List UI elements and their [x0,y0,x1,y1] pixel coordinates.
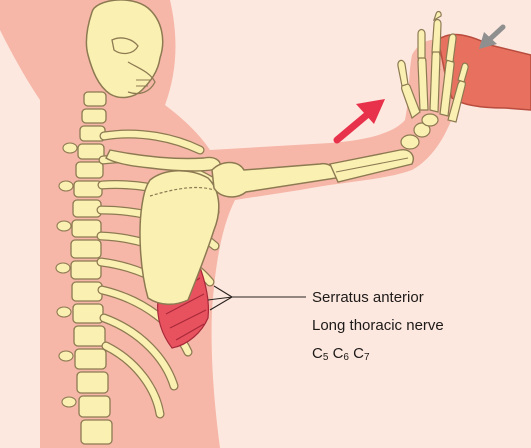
root-c5: C5 [312,345,328,362]
label-nerve-roots: C5 C6 C7 [312,345,370,367]
label-long-thoracic-nerve: Long thoracic nerve [312,317,444,335]
label-serratus-anterior: Serratus anterior [312,289,424,307]
root-c6: C6 [333,345,349,362]
root-c7: C7 [353,345,369,362]
